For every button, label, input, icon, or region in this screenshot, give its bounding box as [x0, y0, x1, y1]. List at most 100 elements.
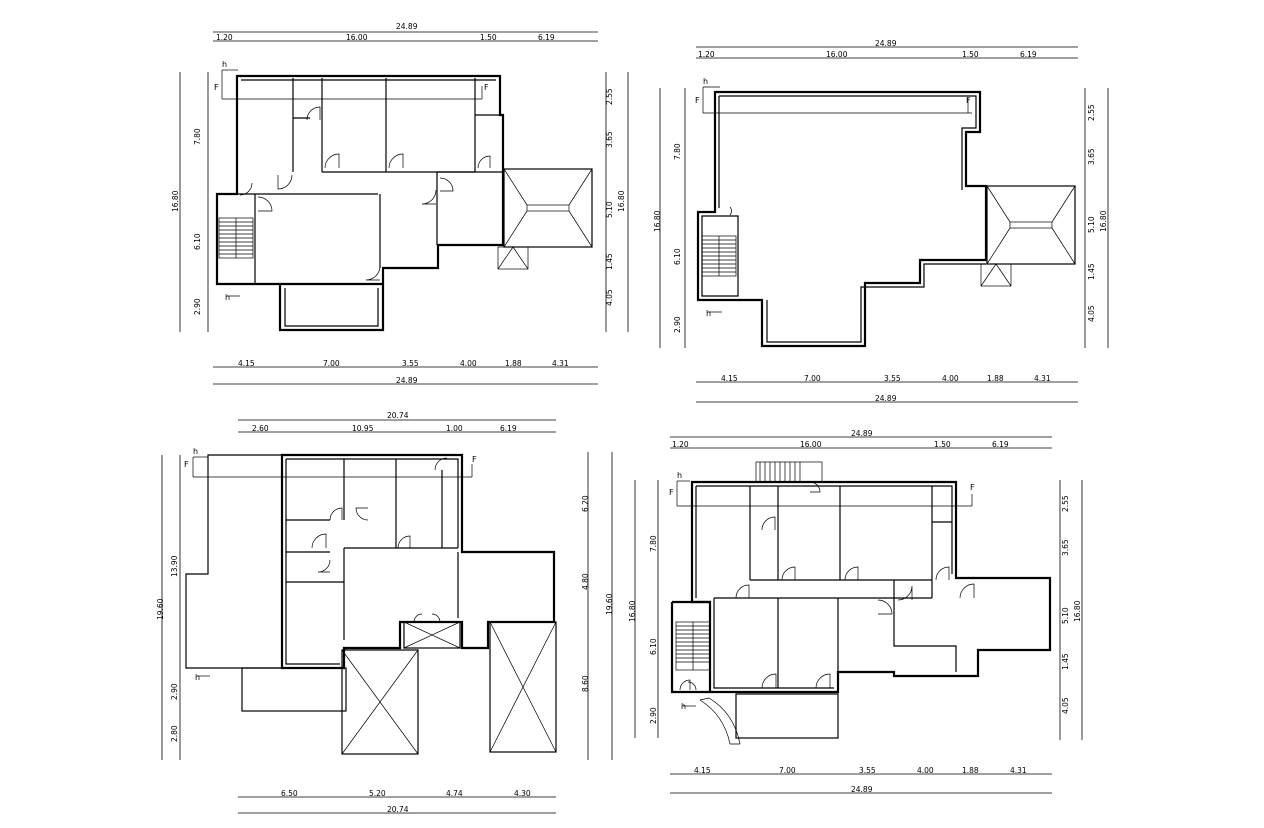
plan-2-bot-dim-2: 7.00	[804, 374, 821, 383]
plan-4-right-dim-3: 5.10	[1061, 607, 1070, 624]
plan-1-left-dim-3: 2.90	[193, 298, 202, 315]
plan-2-bot-dim-5: 1.88	[987, 374, 1004, 383]
plan-4-right-dim-2: 3.65	[1061, 539, 1070, 556]
plan-3-top-dim-2: 10.95	[352, 424, 374, 433]
plan-4-top-dim-1: 1.20	[672, 440, 689, 449]
plan-4-left-dim-2: 6.10	[649, 638, 658, 655]
plan-4-bot-dim-5: 1.88	[962, 766, 979, 775]
plan-1-bot-dim-4: 4.00	[460, 359, 477, 368]
plan-1-right-dimensions: 2.55 3.65 5.10 1.45 4.05 16.80	[605, 72, 629, 332]
plan-1-bot-dim-5: 1.88	[505, 359, 522, 368]
plan-3-bot-total: 20.74	[387, 805, 409, 814]
plan-1-top-dim-1: 1.20	[216, 33, 233, 42]
plan-4-floor-plan: 24.89 1.20 16.00 1.50 6.19 16.80 7.80 6.…	[628, 429, 1083, 794]
plan-2-hip-roof	[980, 185, 1076, 287]
plan-4-top-total: 24.89	[851, 429, 873, 438]
plan-1-left-dimensions: 16.80 7.80 6.10 2.90	[171, 72, 209, 332]
plan-2-right-dimensions: 2.55 3.65 5.10 1.45 4.05 16.80	[1084, 88, 1109, 348]
plan-1-right-dim-1: 2.55	[605, 88, 614, 105]
plan-2-top-dim-1: 1.20	[698, 50, 715, 59]
plan-1-top-dim-2: 16.00	[346, 33, 368, 42]
plan-1-right-dim-2: 3.65	[605, 131, 614, 148]
plan-4-right-total: 16.80	[1073, 600, 1082, 622]
plan-3-top-dim-3: 1.00	[446, 424, 463, 433]
plan-2-left-dimensions: 16.80 7.80 6.10 2.90	[653, 88, 686, 348]
plan-2-bottom-dimensions: 4.15 7.00 3.55 4.00 1.88 4.31 24.89	[696, 374, 1078, 403]
plan-3-right-dimensions: 6.20 4.80 8.60 19.60	[581, 452, 614, 760]
plan-4-section-h2: h	[681, 702, 686, 711]
plan-1-bot-dim-3: 3.55	[402, 359, 419, 368]
plan-1-left-dim-1: 7.80	[193, 128, 202, 145]
plan-2-section-f: F	[695, 96, 700, 105]
plan-3-left-dim-2: 2.90	[170, 683, 179, 700]
plan-4-bot-dim-3: 3.55	[859, 766, 876, 775]
plan-1-top-dim-3: 1.50	[480, 33, 497, 42]
plan-2-left-dim-3: 2.90	[673, 316, 682, 333]
plan-2-bot-dim-1: 4.15	[721, 374, 738, 383]
plan-1-floor-plan: 24.89 1.20 16.00 1.50 6.19 16.80 7.80 6.…	[171, 22, 629, 385]
plan-4-right-dimensions: 2.55 3.65 5.10 1.45 4.05 16.80	[1059, 480, 1083, 740]
plan-1-top-total: 24.89	[396, 22, 418, 31]
plan-3-section-h: h	[193, 447, 198, 456]
plan-2-top-total: 24.89	[875, 39, 897, 48]
plan-3-bot-dim-3: 4.74	[446, 789, 463, 798]
plan-1-section-h2: h	[225, 293, 230, 302]
plan-4-bot-dim-6: 4.31	[1010, 766, 1027, 775]
plan-4-bot-total: 24.89	[851, 785, 873, 794]
plan-4-top-dim-3: 1.50	[934, 440, 951, 449]
plan-2-right-total: 16.80	[1099, 210, 1108, 232]
plan-1-left-dim-2: 6.10	[193, 233, 202, 250]
plan-1-right-total: 16.80	[617, 190, 626, 212]
plan-2-right-dim-3: 5.10	[1087, 216, 1096, 233]
plan-2-top-dim-2: 16.00	[826, 50, 848, 59]
plan-2-right-dim-5: 4.05	[1087, 305, 1096, 322]
plan-1-top-dim-4: 6.19	[538, 33, 555, 42]
plan-2-bot-dim-3: 3.55	[884, 374, 901, 383]
plan-1-bot-dim-2: 7.00	[323, 359, 340, 368]
plan-4-left-total: 16.80	[628, 600, 637, 622]
plan-4-left-dim-3: 2.90	[649, 707, 658, 724]
plan-4-bottom-dimensions: 4.15 7.00 3.55 4.00 1.88 4.31 24.89	[670, 766, 1052, 794]
plan-1-right-dim-5: 4.05	[605, 289, 614, 306]
plan-2-top-dim-3: 1.50	[962, 50, 979, 59]
plan-3-top-total: 20.74	[387, 411, 409, 420]
plan-3-bottom-dimensions: 6.50 5.20 4.74 4.30 20.74	[238, 789, 556, 814]
plan-1-top-dimensions: 24.89 1.20 16.00 1.50 6.19	[213, 22, 598, 42]
plan-2-right-dim-2: 3.65	[1087, 148, 1096, 165]
plan-3-bot-dim-1: 6.50	[281, 789, 298, 798]
plan-3-bot-dim-4: 4.30	[514, 789, 531, 798]
plan-3-section-f: F	[184, 460, 189, 469]
plan-2-top-dimensions: 24.89 1.20 16.00 1.50 6.19	[696, 39, 1078, 59]
plan-3-void	[403, 613, 461, 649]
plan-2-bot-dim-4: 4.00	[942, 374, 959, 383]
plan-1-staircase	[218, 217, 254, 259]
plan-2-bot-total: 24.89	[875, 394, 897, 403]
plan-1-section-f2: F	[484, 83, 489, 92]
plan-4-section-marks: h F F h	[669, 471, 975, 711]
plan-4-left-dim-1: 7.80	[649, 535, 658, 552]
plan-2-left-dim-1: 7.80	[673, 143, 682, 160]
plan-1-bottom-dimensions: 4.15 7.00 3.55 4.00 1.88 4.31 24.89	[213, 359, 598, 385]
plan-3-section-marks: h F F h	[184, 447, 477, 682]
plan-4-section-h: h	[677, 471, 682, 480]
plan-2-roof-plan: 24.89 1.20 16.00 1.50 6.19 16.80 7.80 6.…	[653, 39, 1109, 403]
plan-2-top-dim-4: 6.19	[1020, 50, 1037, 59]
plan-3-floor-plan: 20.74 2.60 10.95 1.00 6.19 19.60 13.90 2…	[156, 411, 614, 814]
plan-3-right-total: 19.60	[605, 593, 614, 615]
plan-4-bot-dim-2: 7.00	[779, 766, 796, 775]
plan-2-section-h: h	[703, 77, 708, 86]
plan-4-right-dim-4: 1.45	[1061, 653, 1070, 670]
plan-1-bot-total: 24.89	[396, 376, 418, 385]
plan-2-right-dim-4: 1.45	[1087, 263, 1096, 280]
plan-3-top-dimensions: 20.74 2.60 10.95 1.00 6.19	[238, 411, 556, 433]
plan-4-section-f: F	[669, 488, 674, 497]
plan-2-staircase	[701, 235, 737, 277]
plan-2-section-marks: h F F h	[695, 77, 972, 318]
plan-2-section-h2: h	[706, 309, 711, 318]
plan-2-left-dim-2: 6.10	[673, 248, 682, 265]
plan-3-section-f2: F	[472, 455, 477, 464]
plan-3-bot-dim-2: 5.20	[369, 789, 386, 798]
plan-2-right-dim-1: 2.55	[1087, 104, 1096, 121]
plan-1-bot-dim-6: 4.31	[552, 359, 569, 368]
